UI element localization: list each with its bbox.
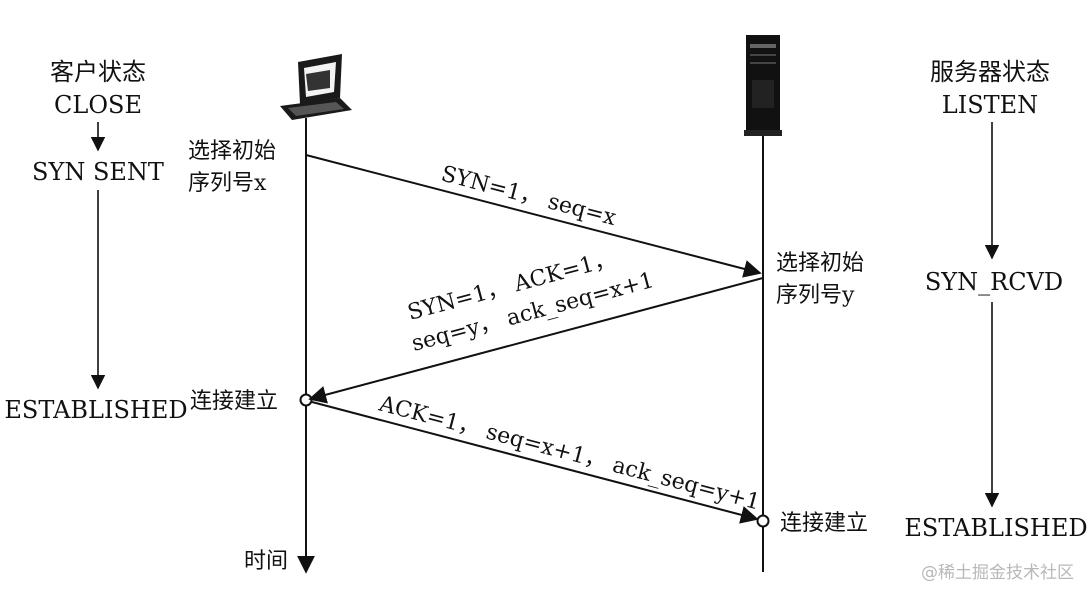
server-established-note: 连接建立: [780, 511, 868, 536]
synack-arrow: [308, 277, 764, 404]
time-axis-label: 时间: [244, 549, 288, 574]
client-established-note: 连接建立: [190, 389, 278, 414]
client-choose-seq-line1: 选择初始: [188, 139, 276, 164]
client-state-title: 客户状态: [50, 58, 146, 86]
client-choose-seq-line2: 序列号x: [188, 171, 267, 196]
client-state-syn-sent: SYN SENT: [32, 158, 164, 186]
client-state-close: CLOSE: [54, 91, 142, 119]
server-state-listen: LISTEN: [942, 91, 1038, 119]
ack-arrow: [311, 401, 759, 524]
server-choose-seq-line1: 选择初始: [776, 251, 864, 276]
watermark: @稀土掘金技术社区: [921, 563, 1074, 583]
computer-icon: [280, 54, 352, 120]
server-icon: [744, 35, 782, 136]
client-state-established: ESTABLISHED: [4, 396, 187, 424]
server-established-marker: [756, 514, 770, 528]
ack-label: ACK=1， seq=x+1， ack_seq=y+1: [376, 391, 763, 515]
client-established-marker: [299, 393, 313, 407]
server-choose-seq-line2: 序列号y: [776, 283, 855, 308]
server-state-established: ESTABLISHED: [904, 514, 1087, 542]
syn-arrow: [305, 154, 762, 278]
server-state-syn-rcvd: SYN_RCVD: [925, 268, 1063, 296]
server-state-title: 服务器状态: [930, 58, 1050, 86]
